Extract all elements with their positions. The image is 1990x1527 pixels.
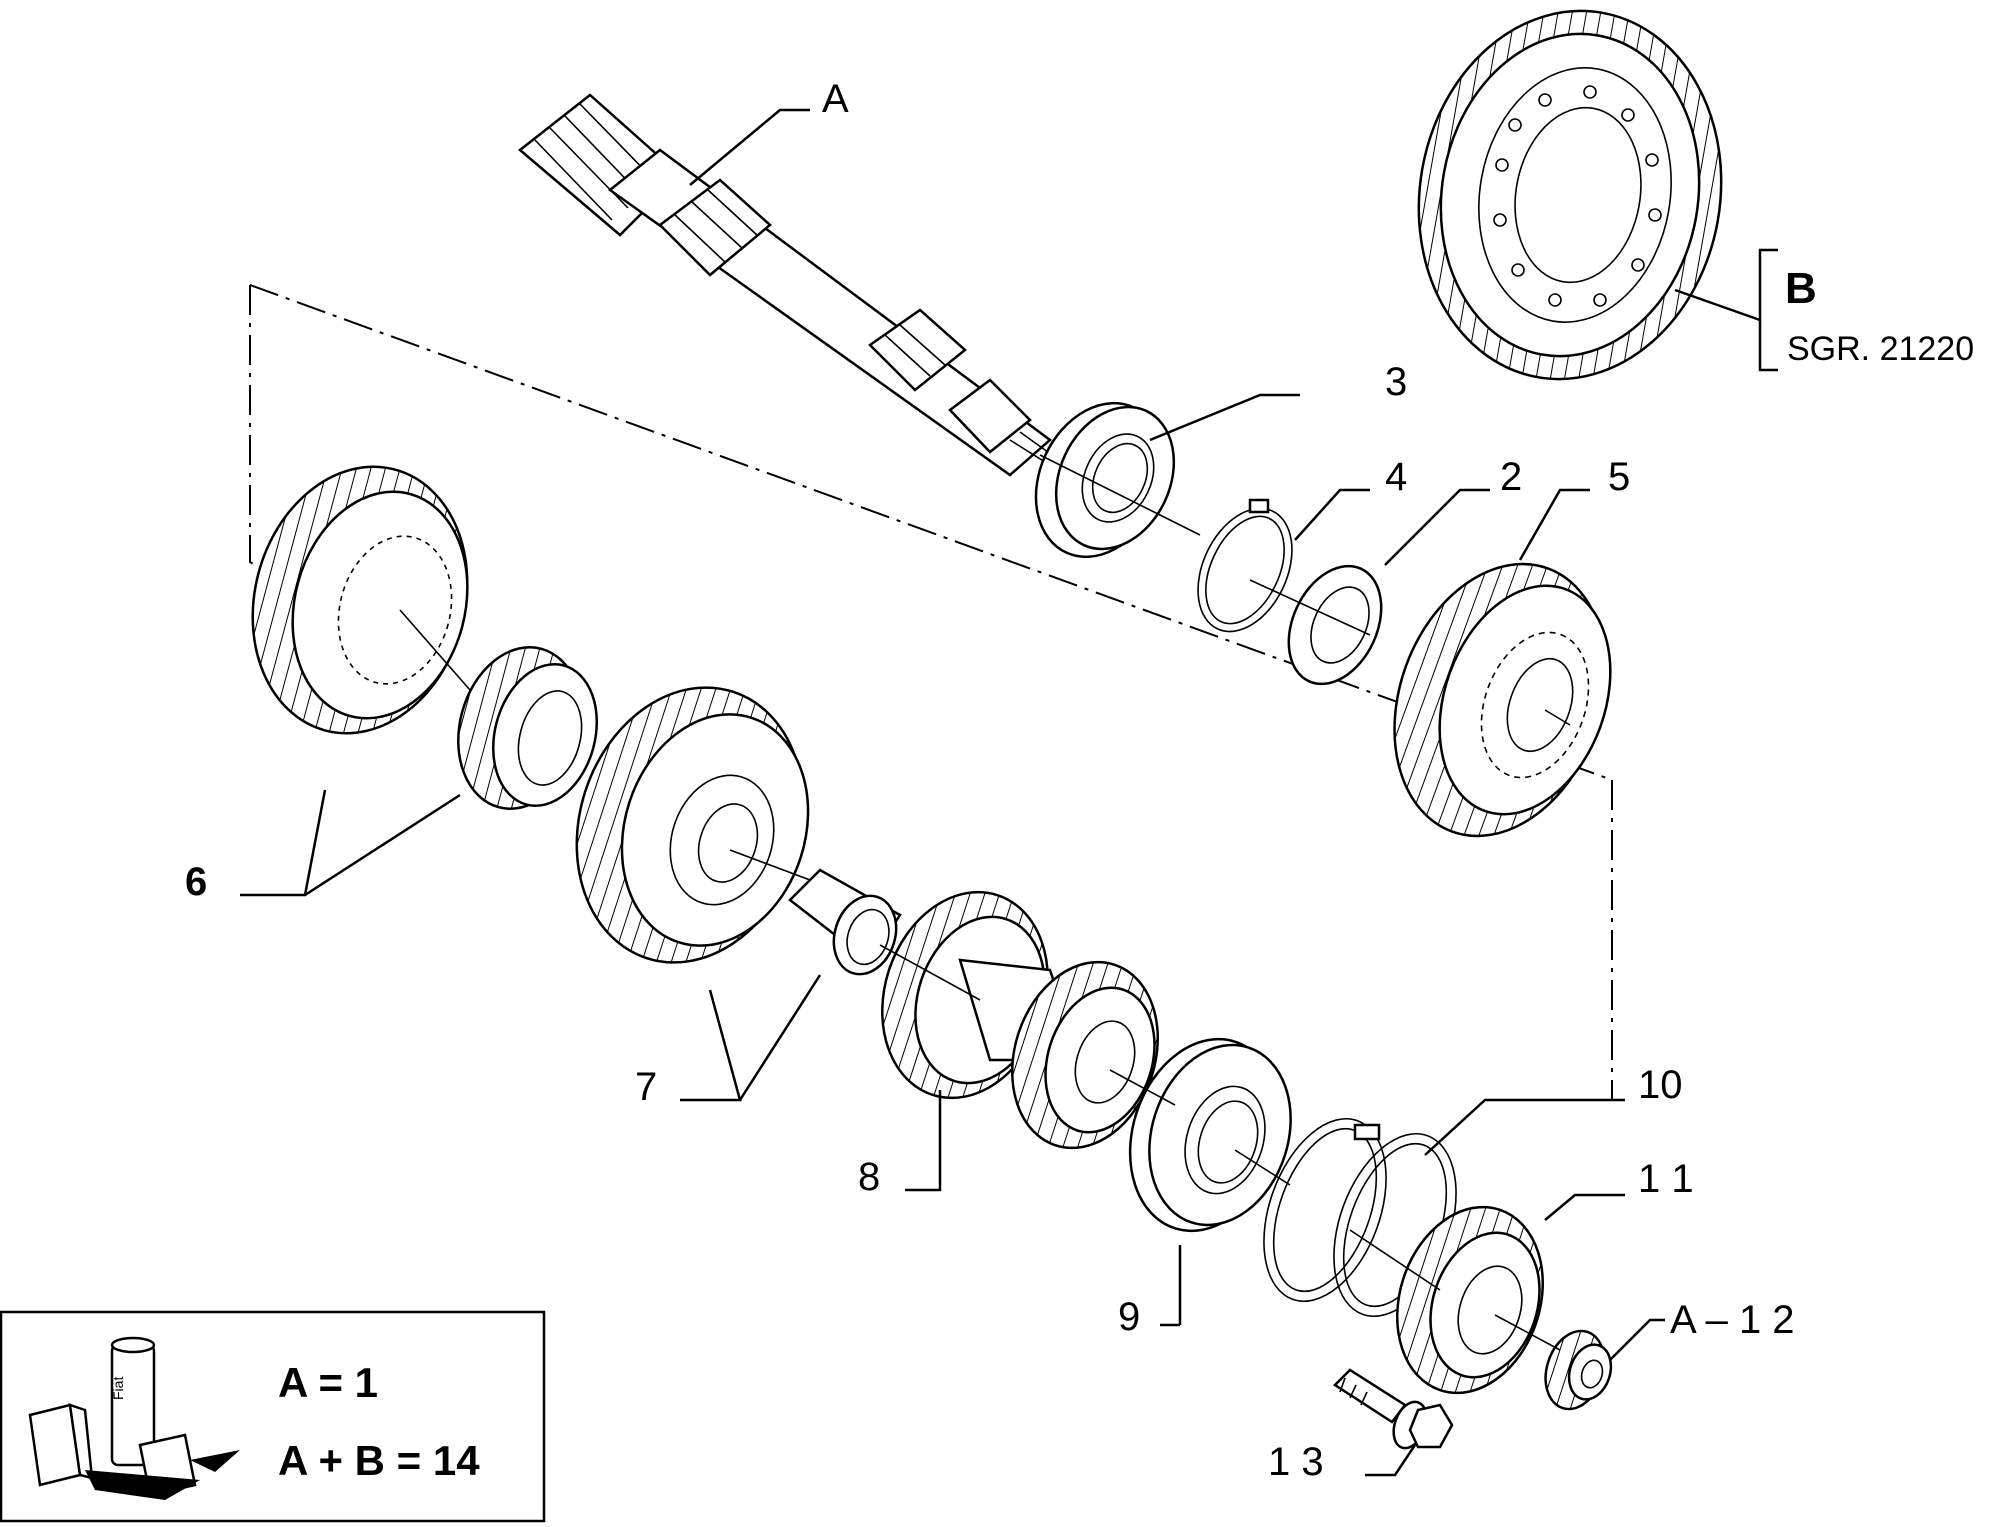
label-sgr-ref: SGR. 21220 bbox=[1787, 330, 1974, 368]
logo-text: Fiat bbox=[110, 1377, 126, 1400]
gear-7 bbox=[575, 686, 902, 976]
leader-lines bbox=[240, 108, 1778, 1477]
label-part-12: A – 1 2 bbox=[1670, 1298, 1795, 1342]
bolt-13 bbox=[1333, 1368, 1454, 1450]
fiat-logo-icon: Fiat bbox=[28, 1336, 240, 1500]
label-part-10: 10 bbox=[1638, 1063, 1683, 1107]
ring-gear bbox=[1417, 9, 1723, 381]
label-part-3: 3 bbox=[1385, 360, 1407, 404]
label-part-B: B bbox=[1785, 264, 1817, 313]
label-part-A: A bbox=[822, 77, 849, 121]
gear-11 bbox=[1395, 1205, 1545, 1395]
bearing-3 bbox=[1034, 401, 1176, 559]
label-part-6: 6 bbox=[185, 860, 207, 904]
washer-2 bbox=[1287, 564, 1383, 686]
legend-box: Fiat A = 1 A + B = 14 bbox=[0, 1310, 546, 1523]
label-part-9: 9 bbox=[1118, 1295, 1140, 1339]
bearing-9 bbox=[1128, 1037, 1292, 1233]
synchro-assembly-6 bbox=[251, 465, 599, 810]
gear-5 bbox=[1393, 562, 1612, 838]
nut-12 bbox=[1544, 1329, 1613, 1411]
part-labels: A B SGR. 21220 3 4 2 5 6 7 8 9 10 1 1 A … bbox=[185, 77, 1974, 1484]
part-axis-lines bbox=[399, 454, 1571, 1351]
label-part-11: 1 1 bbox=[1638, 1157, 1694, 1201]
label-part-13: 1 3 bbox=[1268, 1440, 1324, 1484]
label-part-2: 2 bbox=[1500, 455, 1522, 499]
main-shaft bbox=[518, 93, 1053, 477]
cluster-gear-8 bbox=[881, 890, 1160, 1150]
assembly-guide-line bbox=[249, 284, 1613, 1100]
legend-line-2: A + B = 14 bbox=[278, 1437, 480, 1484]
snap-ring-4 bbox=[1197, 498, 1293, 633]
label-part-4: 4 bbox=[1385, 455, 1407, 499]
label-part-5: 5 bbox=[1608, 455, 1630, 499]
legend-line-1: A = 1 bbox=[278, 1359, 378, 1406]
label-part-7: 7 bbox=[635, 1065, 657, 1109]
label-part-8: 8 bbox=[858, 1155, 880, 1199]
